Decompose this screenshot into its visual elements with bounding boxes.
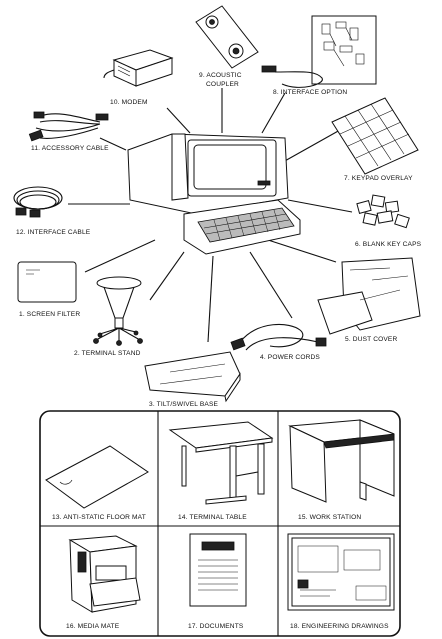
label-documents: 17. DOCUMENTS bbox=[188, 623, 244, 630]
terminal-table-illustration bbox=[168, 421, 274, 505]
label-terminal-table: 14. TERMINAL TABLE bbox=[178, 514, 247, 521]
connector-lines bbox=[68, 88, 353, 343]
label-media-mate: 16. MEDIA MATE bbox=[66, 623, 120, 630]
dust-cover-illustration bbox=[317, 257, 421, 335]
label-dust-cover: 5. DUST COVER bbox=[345, 336, 397, 343]
label-power-cords: 4. POWER CORDS bbox=[260, 354, 320, 361]
label-blank-key-caps: 6. BLANK KEY CAPS bbox=[355, 241, 422, 248]
acoustic-coupler-illustration bbox=[195, 5, 259, 69]
label-engineering-drawings: 18. ENGINEERING DRAWINGS bbox=[290, 623, 389, 630]
video-terminal-illustration bbox=[127, 133, 301, 255]
label-coupler: COUPLER bbox=[206, 81, 239, 88]
engineering-drawings-illustration bbox=[287, 533, 395, 611]
blank-key-caps-illustration bbox=[356, 194, 410, 229]
label-keypad-overlay: 7. KEYPAD OVERLAY bbox=[344, 175, 413, 182]
documents-illustration bbox=[189, 533, 247, 607]
label-interface-option: 8. INTERFACE OPTION bbox=[273, 89, 347, 96]
interface-option-illustration bbox=[261, 15, 377, 88]
work-station-illustration bbox=[288, 419, 395, 503]
terminal-stand-illustration bbox=[93, 276, 143, 346]
screen-filter-illustration bbox=[17, 261, 77, 303]
label-tilt-swivel-base: 3. TILT/SWIVEL BASE bbox=[149, 401, 219, 408]
label-work-station: 15. WORK STATION bbox=[298, 514, 361, 521]
keypad-overlay-illustration bbox=[331, 97, 419, 175]
furniture-panel bbox=[39, 410, 401, 637]
tilt-swivel-base-illustration bbox=[144, 351, 241, 403]
modem-illustration bbox=[103, 49, 174, 87]
label-modem: 10. MODEM bbox=[110, 99, 148, 106]
label-screen-filter: 1. SCREEN FILTER bbox=[19, 311, 80, 318]
label-accessory-cable: 11. ACCESSORY CABLE bbox=[31, 145, 109, 152]
label-anti-static-floor-mat: 13. ANTI-STATIC FLOOR MAT bbox=[52, 514, 146, 521]
interface-cable-illustration bbox=[13, 186, 63, 218]
label-acoustic: 9. ACOUSTIC bbox=[199, 72, 242, 79]
label-terminal-stand: 2. TERMINAL STAND bbox=[74, 350, 141, 357]
keyboard-key-grid bbox=[213, 209, 281, 241]
media-mate-illustration bbox=[68, 535, 141, 613]
power-cords-illustration bbox=[230, 323, 327, 351]
label-interface-cable: 12. INTERFACE CABLE bbox=[16, 229, 91, 236]
floor-mat-illustration bbox=[45, 445, 149, 509]
accessory-cable-illustration bbox=[28, 111, 109, 142]
